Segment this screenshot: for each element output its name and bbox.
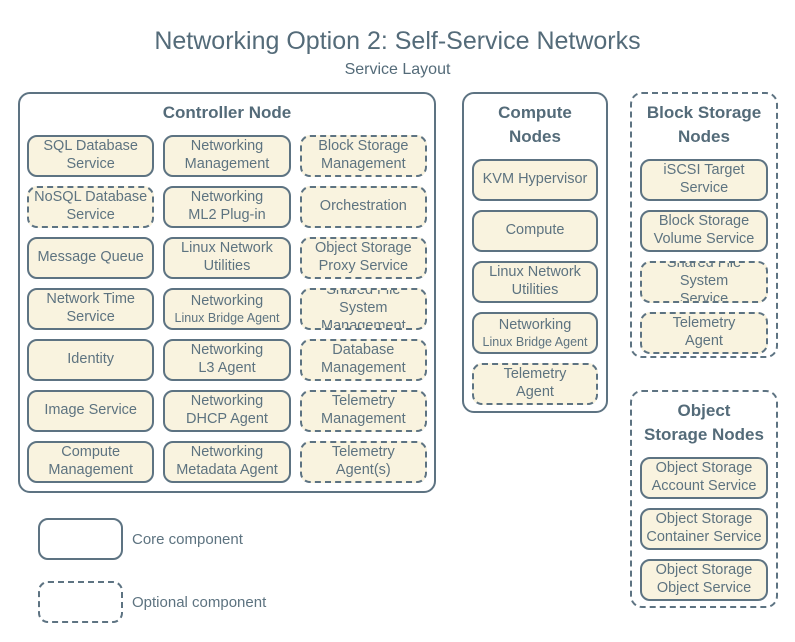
- service-box: Image Service: [27, 390, 155, 432]
- legend-core-row: Core component: [38, 518, 243, 560]
- diagram-subtitle: Service Layout: [344, 61, 451, 78]
- core-component-label: Core component: [132, 530, 243, 548]
- service-box: Message Queue: [27, 237, 155, 279]
- service-box: Orchestration: [299, 186, 427, 228]
- legend-optional-row: Optional component: [38, 581, 266, 623]
- optional-component-label: Optional component: [132, 593, 267, 611]
- service-box: Identity: [27, 339, 155, 381]
- controller-node-title: Controller Node: [162, 103, 292, 122]
- optional-component-swatch: [38, 581, 123, 623]
- core-component-swatch: [38, 518, 123, 560]
- service-box: Compute: [472, 210, 598, 252]
- service-box: KVM Hypervisor: [472, 159, 598, 201]
- diagram-title: Networking Option 2: Self-Service Networ…: [154, 27, 641, 55]
